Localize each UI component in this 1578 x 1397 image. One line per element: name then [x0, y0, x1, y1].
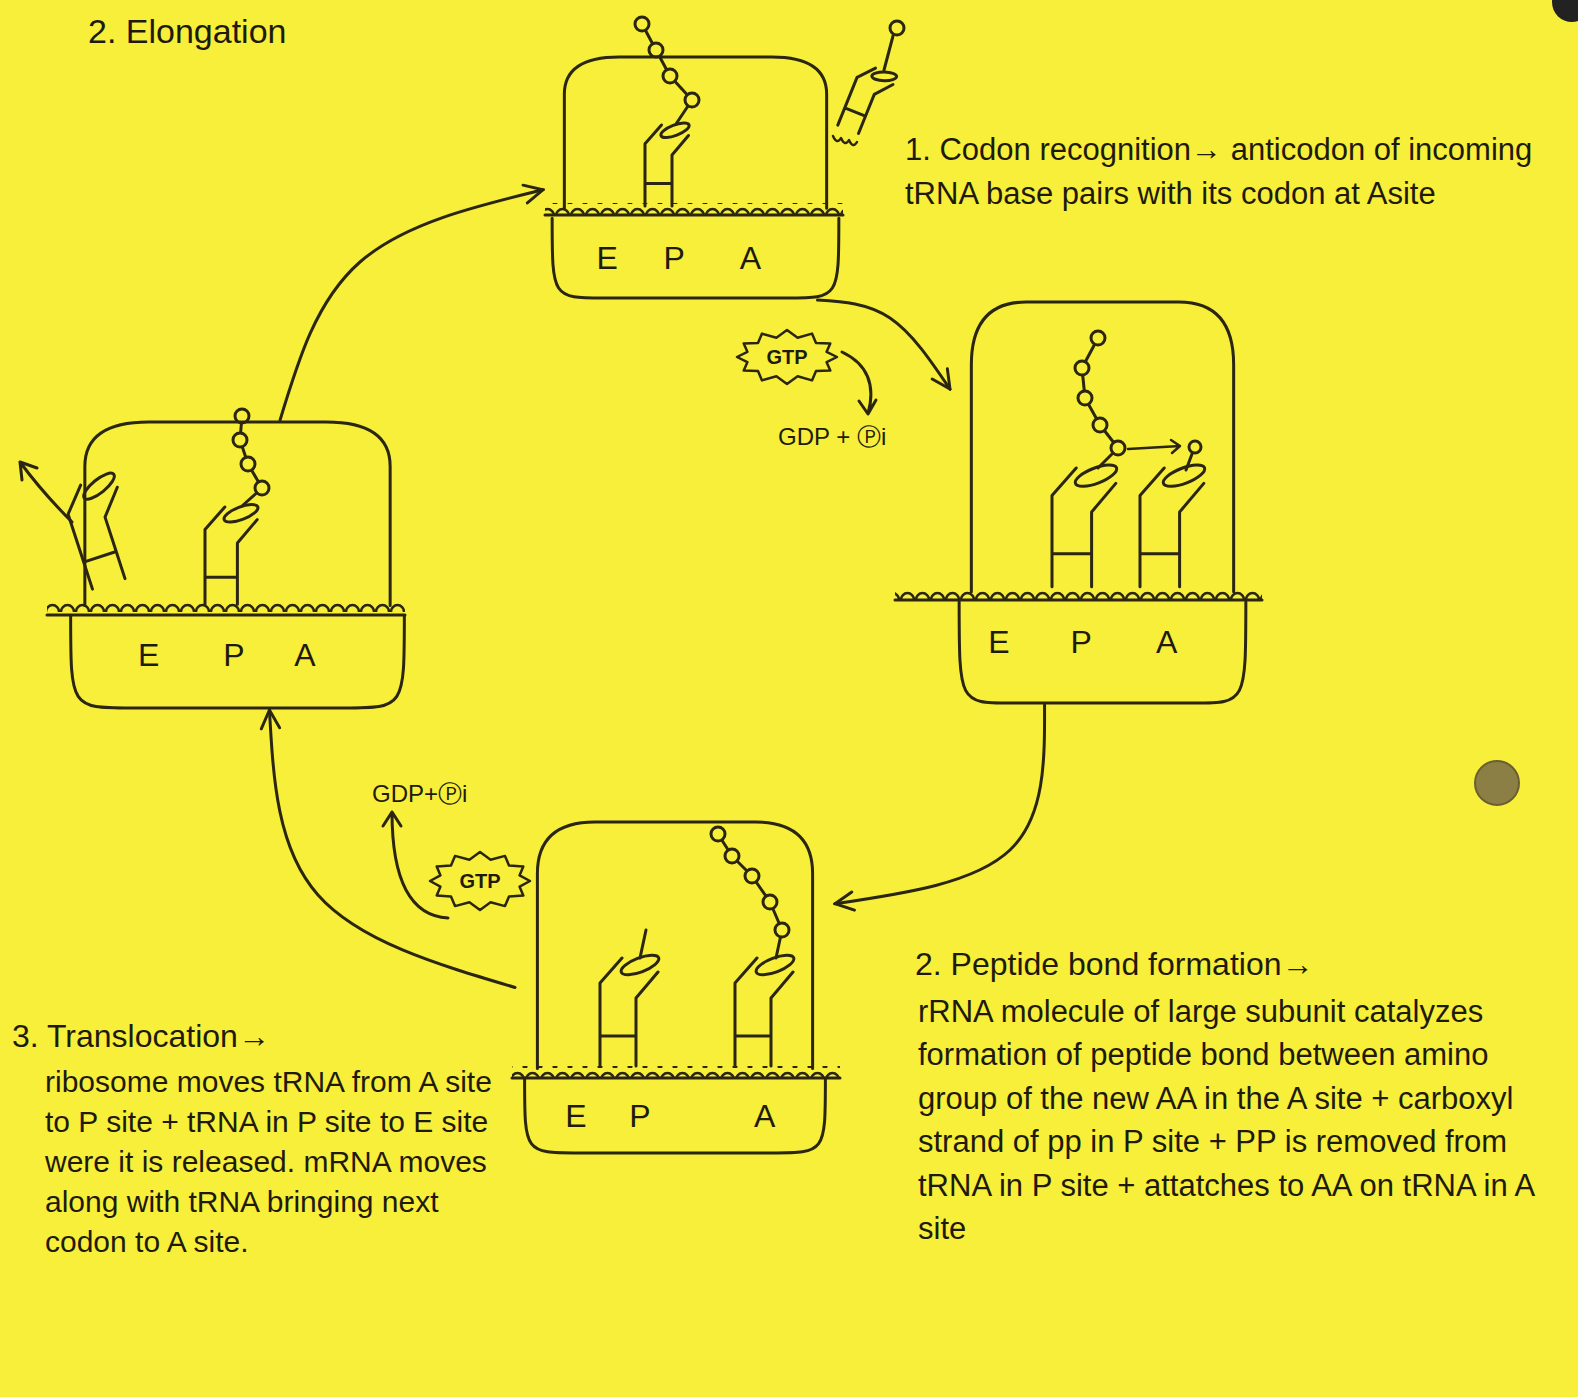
release-arrow [20, 462, 72, 522]
amino-acids [1075, 331, 1125, 455]
step-note: 1. Codon recognition→ anticodon of incom… [905, 128, 1565, 216]
amino-acid-link [1186, 454, 1192, 470]
trna [735, 951, 796, 1066]
mrna-backbone [895, 599, 1262, 602]
trna [1052, 461, 1119, 587]
ribosome: EPA [543, 55, 848, 300]
transfer-arrow [1128, 440, 1180, 453]
amino-acid [1189, 441, 1201, 453]
gtp-text: GTP [459, 870, 500, 892]
amino-acid [1093, 418, 1107, 432]
energy-burst [737, 330, 837, 384]
ribosome-subunits [525, 822, 826, 1153]
amino-acid [233, 433, 247, 447]
step-heading: 3. Translocation→ [12, 1016, 270, 1058]
gtp-burst: GTP [428, 850, 532, 912]
site-letter: E [988, 626, 1009, 658]
site-letter: P [1070, 626, 1091, 658]
ribosome: EPA [950, 300, 1255, 705]
site-letter: A [740, 242, 761, 274]
trna [1140, 461, 1207, 587]
amino-acid [890, 21, 904, 35]
ribosome-subunits [71, 422, 405, 708]
mrna-backbone [545, 214, 843, 217]
amino-acid [1078, 391, 1092, 405]
hydrolysis-arrow [383, 812, 448, 918]
diagram-title: 2. Elongation [88, 12, 287, 51]
amino-acid [635, 17, 649, 31]
trna [600, 951, 661, 1066]
step-note: rRNA molecule of large subunit catalyzes… [918, 990, 1558, 1250]
hydrolysis-arrow [842, 352, 876, 414]
amino-acid [1111, 441, 1125, 455]
cycle-arrow [835, 705, 1045, 904]
amino-acid [685, 93, 699, 107]
site-letter: P [629, 1100, 650, 1132]
punch-hole [1552, 0, 1578, 22]
gtp-text: GTP [766, 346, 807, 368]
site-letter: P [663, 242, 684, 274]
amino-acid [725, 849, 739, 863]
ribosome-subunits [959, 302, 1246, 703]
mrna-backbone [512, 1077, 840, 1080]
site-letter: P [223, 639, 244, 671]
amino-acid [763, 895, 777, 909]
ribosome: EPA [60, 420, 415, 710]
cycle-arrow [269, 710, 515, 988]
trna-stub [640, 930, 646, 958]
amino-acid [649, 43, 663, 57]
amino-acid [775, 923, 789, 937]
site-letter: A [1156, 626, 1177, 658]
mrna-codons [545, 203, 843, 215]
amino-acids [635, 17, 699, 107]
site-letter: E [138, 639, 159, 671]
amino-acid [1075, 361, 1089, 375]
polypeptide-chain [642, 24, 692, 124]
ribosome-outline [543, 55, 848, 300]
amino-acids [711, 827, 789, 937]
site-letter: A [754, 1100, 775, 1132]
amino-acid [255, 481, 269, 495]
amino-acid [663, 69, 677, 83]
trna [205, 501, 260, 604]
mrna-backbone [47, 614, 405, 617]
amino-acid [745, 869, 759, 883]
mrna-codons [47, 603, 405, 615]
site-letter: E [565, 1100, 586, 1132]
site-letter: A [294, 639, 315, 671]
energy-burst [430, 852, 530, 910]
anticodon [833, 136, 857, 145]
ribosome: EPA [515, 820, 835, 1155]
amino-acid-link [884, 36, 893, 70]
amino-acid [711, 827, 725, 841]
cycle-arrow [280, 190, 543, 420]
punch-hole [1475, 761, 1519, 805]
ribosome-subunits [552, 57, 839, 298]
cycle-arrow [818, 300, 951, 389]
amino-acid [1091, 331, 1105, 345]
mrna-codons [512, 1066, 840, 1078]
released-trna [59, 468, 148, 590]
gdp-label: GDP+Ⓟi [372, 778, 467, 809]
gdp-label: GDP + Ⓟi [778, 421, 886, 452]
mrna-codons [895, 588, 1262, 600]
amino-acid [241, 457, 255, 471]
site-letter: E [596, 242, 617, 274]
trna [645, 120, 691, 206]
step-note: ribosome moves tRNA from A site to P sit… [45, 1062, 500, 1261]
incoming-trna [838, 59, 900, 139]
step-heading: 2. Peptide bond formation→ [915, 944, 1313, 986]
ribosome-outline [515, 820, 835, 1155]
gtp-burst: GTP [735, 328, 839, 386]
polypeptide-chain [718, 834, 782, 958]
